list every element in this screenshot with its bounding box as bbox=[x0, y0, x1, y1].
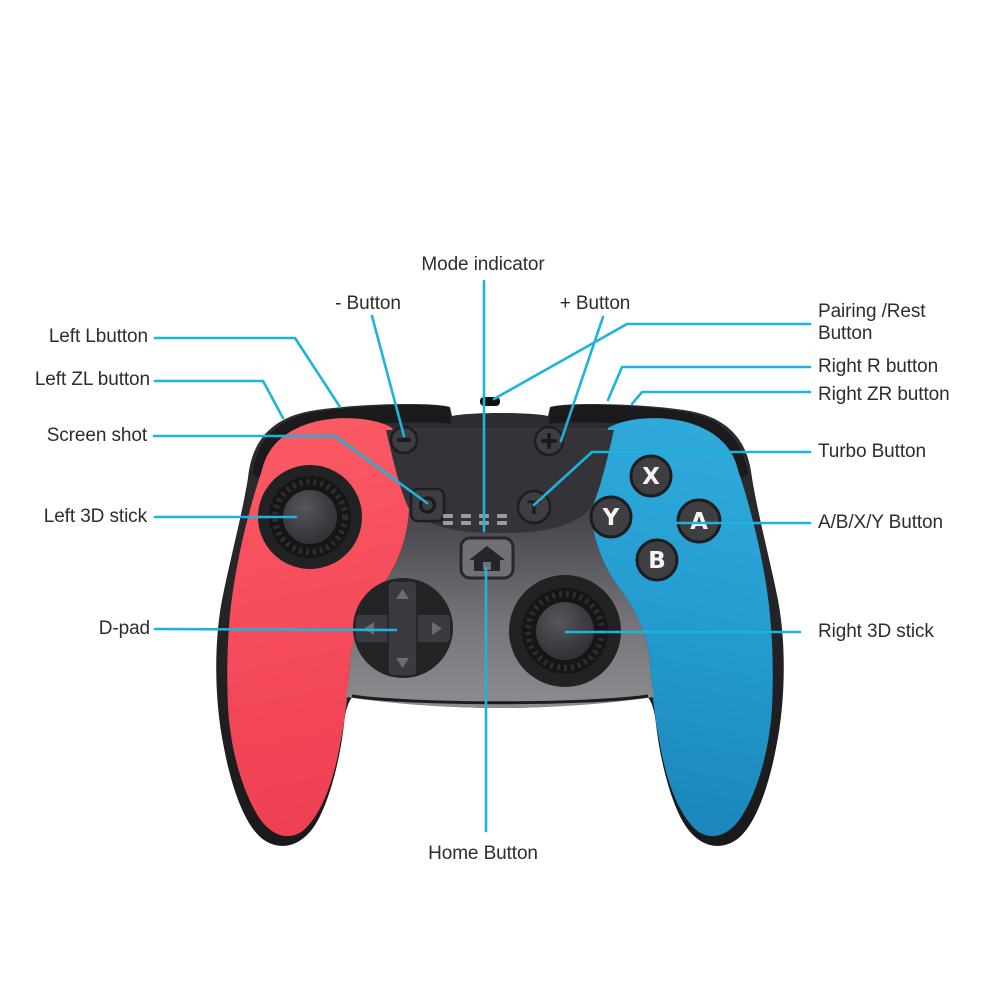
home-icon bbox=[469, 546, 505, 571]
minus-icon bbox=[397, 438, 411, 442]
label-minus-button: - Button bbox=[335, 293, 401, 314]
callout-screenshot bbox=[152, 434, 429, 505]
label-pairing-line2: Button bbox=[818, 323, 873, 344]
plus-icon bbox=[541, 433, 557, 449]
label-right-3d-stick: Right 3D stick bbox=[818, 621, 934, 642]
label-left-zl-button: Left ZL button bbox=[34, 369, 150, 390]
callout-left-l bbox=[153, 336, 342, 409]
callout-pairing bbox=[492, 322, 812, 401]
label-abxy-button: A/B/X/Y Button bbox=[818, 512, 943, 533]
dpad-up-icon bbox=[396, 589, 409, 599]
label-pairing-rest-button: Pairing /Rest Button bbox=[818, 301, 926, 345]
callout-right-r bbox=[606, 365, 812, 402]
svg-text:X: X bbox=[642, 464, 660, 490]
callout-minus bbox=[370, 314, 406, 438]
callout-lines bbox=[152, 279, 812, 833]
svg-text:Y: Y bbox=[602, 505, 620, 531]
label-dpad: D-pad bbox=[98, 618, 150, 639]
b-button: B bbox=[635, 538, 679, 582]
label-mode-indicator: Mode indicator bbox=[421, 254, 545, 275]
callout-plus bbox=[559, 315, 605, 443]
dpad-right-icon bbox=[432, 622, 442, 635]
plus-button bbox=[533, 425, 565, 457]
callout-right-zr bbox=[630, 390, 812, 406]
callout-dpad bbox=[153, 627, 398, 632]
right-shoulder-r-button bbox=[549, 405, 748, 480]
right-stick bbox=[509, 575, 621, 687]
x-button: X bbox=[629, 454, 673, 498]
label-right-zr-button: Right ZR button bbox=[818, 384, 950, 405]
face-buttons: X Y A B bbox=[589, 454, 722, 582]
bottom-rim bbox=[351, 694, 649, 705]
label-left-l-button: Left Lbutton bbox=[48, 326, 148, 347]
label-plus-button: + Button bbox=[559, 293, 631, 314]
label-turbo-button: Turbo Button bbox=[818, 441, 926, 462]
a-button: A bbox=[676, 498, 722, 544]
controller-body bbox=[216, 397, 784, 846]
label-right-r-button: Right R button bbox=[818, 356, 939, 377]
dpad-down-icon bbox=[396, 658, 409, 668]
dpad bbox=[353, 578, 453, 678]
callout-turbo bbox=[532, 450, 812, 507]
label-screen-shot: Screen shot bbox=[46, 425, 147, 446]
label-home-button: Home Button bbox=[428, 843, 538, 864]
minus-button bbox=[389, 425, 419, 455]
callout-left-zl bbox=[153, 379, 285, 420]
left-stick bbox=[258, 465, 362, 569]
svg-text:B: B bbox=[648, 548, 666, 574]
label-pairing-line1: Pairing /Rest bbox=[818, 301, 926, 322]
screenshot-circle-icon bbox=[418, 496, 437, 514]
label-left-3d-stick: Left 3D stick bbox=[43, 506, 147, 527]
y-button: Y bbox=[589, 495, 633, 539]
dpad-left-icon bbox=[364, 622, 374, 635]
left-shoulder-l-button bbox=[252, 405, 451, 480]
